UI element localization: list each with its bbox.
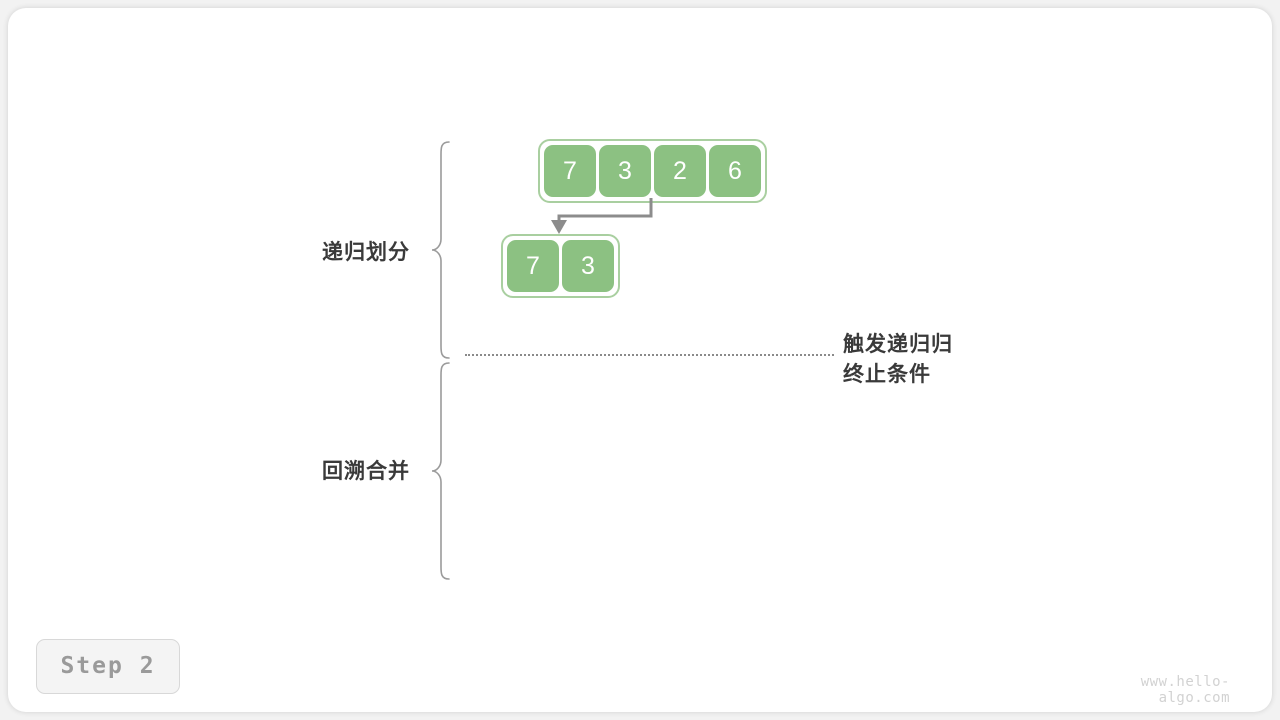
array-root: 7 3 2 6 bbox=[538, 139, 767, 203]
array-cell: 7 bbox=[544, 145, 596, 197]
watermark: www.hello-algo.com bbox=[1140, 674, 1230, 706]
array-cell: 3 bbox=[562, 240, 614, 292]
section-label-divide: 递归划分 bbox=[322, 241, 410, 264]
recursion-base-divider bbox=[465, 354, 834, 356]
recursion-base-note: 触发递归归 终止条件 bbox=[843, 330, 953, 390]
step-badge: Step 2 bbox=[36, 639, 180, 694]
array-left-subarray: 7 3 bbox=[501, 234, 620, 298]
brace-merge bbox=[430, 361, 452, 581]
array-cell: 2 bbox=[654, 145, 706, 197]
array-cell: 7 bbox=[507, 240, 559, 292]
recursion-base-note-line1: 触发递归归 bbox=[843, 333, 953, 356]
array-cell: 6 bbox=[709, 145, 761, 197]
white-card bbox=[8, 8, 1272, 712]
recursion-base-note-line2: 终止条件 bbox=[843, 363, 931, 386]
section-label-merge: 回溯合并 bbox=[322, 460, 410, 483]
brace-divide bbox=[430, 140, 452, 360]
array-cell: 3 bbox=[599, 145, 651, 197]
